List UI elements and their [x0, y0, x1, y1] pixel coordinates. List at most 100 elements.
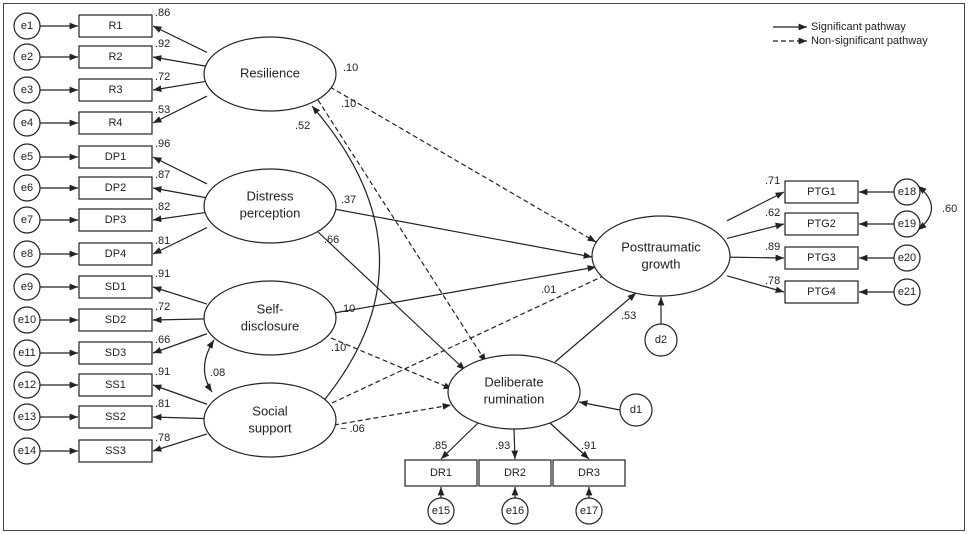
error-label: e6 [21, 182, 33, 194]
loading-value: .91 [581, 440, 596, 452]
loading-path [152, 25, 208, 53]
error-label: e13 [18, 411, 36, 423]
coef-distress-ptg: .37 [341, 194, 356, 206]
coef-resilience-rumination: .10 [341, 98, 356, 110]
error-label: e9 [21, 281, 33, 293]
indicator-box [78, 145, 153, 169]
path-support-to-rumination [333, 403, 452, 426]
disturbance-d1: d1 [619, 393, 653, 427]
self-label-line1: Self- [257, 301, 284, 316]
indicator-label: DP4 [105, 248, 126, 260]
loading-path [152, 316, 208, 324]
disturbance-d2: d2 [644, 323, 678, 357]
error-label: e15 [432, 505, 450, 517]
indicator-box [78, 405, 153, 429]
error-label: e2 [21, 51, 33, 63]
loading-value: .91 [155, 366, 170, 378]
indicator-box [784, 180, 859, 204]
indicator-label: DR3 [578, 467, 600, 479]
cov-e18-e19-value: .60 [942, 203, 957, 215]
latent-self-disclosure: Self- disclosure [203, 280, 337, 356]
indicator-label: PTG1 [807, 186, 836, 198]
loading-path [726, 222, 785, 239]
indicator-box [78, 176, 153, 200]
loading-value: .82 [155, 201, 170, 213]
loading-path [152, 384, 208, 405]
path-support-to-ptg [331, 271, 613, 404]
error-label: e4 [21, 117, 33, 129]
coef-resilience-support-cov: .52 [295, 120, 310, 132]
coef-resilience-ptg: .10 [343, 62, 358, 74]
coef-support-rumination: − .06 [340, 423, 365, 435]
loading-value: .93 [495, 440, 510, 452]
indicator-box [784, 280, 859, 304]
indicator-box [78, 14, 153, 38]
loading-path [726, 275, 785, 293]
indicator-box [478, 459, 552, 487]
error-label: e10 [18, 314, 36, 326]
path-resilience-to-rumination [317, 99, 487, 363]
latent-social-support: Social support [203, 382, 337, 458]
indicator-box [78, 341, 153, 365]
indicator-sd2: e10 SD2 .72 [13, 301, 208, 334]
indicator-label: R1 [108, 20, 122, 32]
loading-value: .72 [155, 301, 170, 313]
loading-value: .81 [155, 235, 170, 247]
indicator-box [78, 208, 153, 232]
coef-selfdisclosure-ptg: .10 [340, 303, 355, 315]
path-resilience-to-ptg [329, 86, 597, 243]
loading-value: .72 [155, 71, 170, 83]
loading-path [152, 286, 208, 305]
loading-value: .66 [155, 334, 170, 346]
loading-path [726, 191, 785, 222]
loading-path [152, 227, 208, 255]
indicator-label: SS2 [105, 411, 126, 423]
indicator-box [78, 275, 153, 299]
resilience-label: Resilience [240, 65, 300, 80]
latent-distress-perception: Distress perception [203, 168, 337, 244]
loading-value: .71 [765, 175, 780, 187]
coef-selfdisclosure-rumination: .10 [331, 342, 346, 354]
indicator-box [784, 246, 859, 270]
legend: Significant pathway Non-significant path… [773, 21, 928, 47]
loading-path [152, 413, 208, 421]
indicator-label: SD3 [105, 347, 126, 359]
loading-value: .78 [765, 275, 780, 287]
loading-path [152, 433, 208, 452]
social-label-line2: support [248, 420, 292, 435]
indicator-label: SS3 [105, 445, 126, 457]
loading-value: .87 [155, 169, 170, 181]
error-label: e20 [898, 252, 916, 264]
error-label: e18 [898, 186, 916, 198]
indicator-label: SS1 [105, 379, 126, 391]
latent-posttraumatic-growth: Posttraumatic growth [591, 215, 731, 297]
path-selfdisclosure-to-rumination [330, 337, 453, 390]
structural-paths [203, 86, 665, 426]
loading-path [152, 156, 208, 185]
error-label: e1 [21, 20, 33, 32]
path-rumination-to-ptg [554, 292, 637, 363]
indicator-label: SD1 [105, 281, 126, 293]
indicator-label: SD2 [105, 314, 126, 326]
loading-path [440, 422, 479, 460]
loading-value: .86 [155, 7, 170, 19]
social-label-line1: Social [252, 403, 288, 418]
coef-rumination-ptg: .53 [621, 310, 636, 322]
indicator-ptg1: PTG1 .71 e18 [726, 175, 921, 222]
coef-selfdisclosure-support-cov: .08 [210, 367, 225, 379]
indicator-box [78, 78, 153, 102]
indicator-box [78, 45, 153, 69]
